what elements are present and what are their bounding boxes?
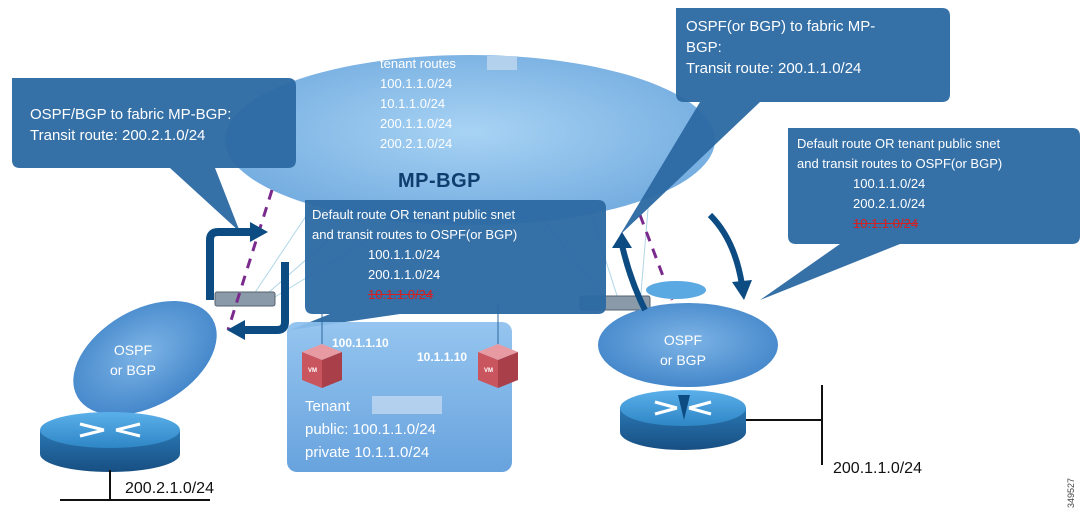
router-icon [40, 412, 180, 472]
ospf-cloud-left [73, 301, 217, 415]
curved-arrow-icon [619, 212, 745, 312]
callout-right-top-line: OSPF(or BGP) to fabric MP- [686, 18, 876, 35]
arrow-head [612, 232, 632, 248]
arrow-head [732, 280, 752, 300]
callout-center-line: Default route OR tenant public snet [312, 207, 516, 222]
mp-bgp-label: MP-BGP [398, 170, 481, 192]
ospf-line: or BGP [110, 362, 156, 378]
callout-right-top-text: OSPF(or BGP) to fabric MP- BGP: Transit … [686, 16, 875, 79]
network-left-label: 200.2.1.0/24 [125, 480, 214, 497]
callout-center-line: and transit routes to OSPF(or BGP) [312, 227, 518, 242]
tenant-routes-list: tenant routes 100.1.1.0/24 10.1.1.0/24 2… [380, 54, 456, 154]
fabric-cloud [225, 55, 715, 225]
callout-center-text: Default route OR tenant public snet and … [312, 205, 517, 305]
ospf-line: OSPF [113, 342, 153, 358]
struck-route: 10.1.1.0/24 [368, 287, 434, 302]
figure-id: 349527 [1066, 477, 1076, 508]
route-item: 10.1.1.0/24 [380, 96, 446, 111]
callout-left-line: OSPF/BGP to fabric MP-BGP: [30, 106, 232, 123]
callout-left-text: OSPF/BGP to fabric MP-BGP: Transit route… [30, 104, 231, 146]
vm2-tag: VM [484, 368, 493, 374]
callout-center-shape [290, 200, 606, 330]
tenant-line: public: 100.1.1.0/24 [305, 421, 436, 438]
route-item: 200.1.1.0/24 [368, 267, 441, 282]
route-item: 100.1.1.0/24 [380, 76, 453, 91]
callout-right-text: Default route OR tenant public snet and … [797, 134, 1002, 234]
vm1-tag: VM [308, 368, 317, 374]
struck-route: 10.1.1.0/24 [853, 216, 919, 231]
ospf-label-right: OSPF or BGP [660, 330, 706, 370]
tenant-line: Tenant [305, 398, 351, 415]
route-item: 100.1.1.0/24 [853, 176, 926, 191]
route-item: 100.1.1.0/24 [368, 247, 441, 262]
ospf-cloud-right [598, 303, 778, 387]
callout-right-line: Default route OR tenant public snet [797, 136, 1001, 151]
callout-left-shape [12, 78, 296, 232]
callout-right-shape [760, 128, 1080, 300]
ospf-line: OSPF [663, 332, 703, 348]
callout-right-top-line: Transit route: 200.1.1.0/24 [686, 60, 862, 77]
arrow-head [250, 222, 268, 242]
ospf-label-left: OSPF or BGP [110, 340, 156, 380]
callout-right-line: and transit routes to OSPF(or BGP) [797, 156, 1003, 171]
route-item: 200.2.1.0/24 [380, 136, 453, 151]
switch-icon [646, 281, 706, 299]
arrow-head [678, 395, 690, 420]
tenant-line: private 10.1.1.0/24 [305, 444, 430, 461]
ospf-line: or BGP [660, 352, 706, 368]
route-item: 200.2.1.0/24 [853, 196, 926, 211]
callout-left-line: Transit route: 200.2.1.0/24 [30, 127, 206, 144]
tenant-routes-title: tenant routes [380, 56, 456, 71]
callout-right-top-shape [620, 8, 950, 235]
curved-arrow-icon [206, 228, 289, 334]
network-right-label: 200.1.1.0/24 [833, 460, 922, 477]
network-lines [60, 385, 823, 501]
callout-right-top-line: BGP: [686, 39, 722, 56]
vm-icon [478, 344, 518, 388]
route-item: 200.1.1.0/24 [380, 116, 453, 131]
vm1-ip: 100.1.1.10 [332, 336, 389, 350]
arrow-head [227, 320, 245, 340]
vm2-ip: 10.1.1.10 [417, 350, 468, 364]
tenant-text: Tenant public: 100.1.1.0/24 private 10.1… [305, 395, 436, 464]
vm-icon [302, 344, 342, 388]
